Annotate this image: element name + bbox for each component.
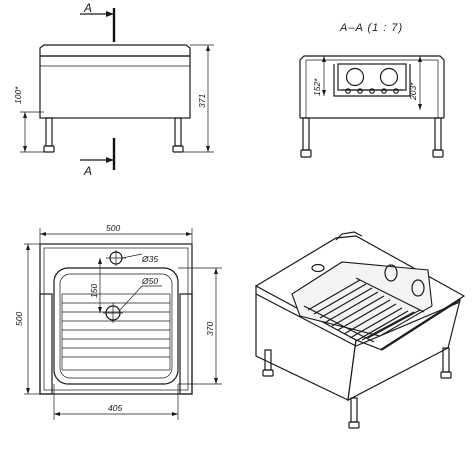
section-label-bottom: A bbox=[83, 164, 92, 178]
dim-text-370: 370 bbox=[205, 322, 215, 336]
section-basin-walls bbox=[333, 64, 411, 97]
section-arrowhead-top bbox=[106, 11, 114, 17]
grid-bar bbox=[357, 88, 363, 94]
dim-arrowhead bbox=[26, 388, 30, 394]
top-grid bbox=[61, 293, 171, 371]
iso-grid bbox=[303, 277, 425, 343]
section-leg-right bbox=[434, 117, 442, 151]
iso-grid-slat bbox=[331, 295, 385, 327]
top-inner-frame bbox=[43, 247, 189, 391]
iso-grid-slat bbox=[349, 307, 403, 339]
dim-text-371: 371 bbox=[197, 94, 207, 108]
grid-bar bbox=[381, 88, 387, 94]
dim-arrowhead bbox=[98, 307, 102, 313]
dim-text-150: 150 bbox=[89, 284, 99, 298]
top-rail-left bbox=[39, 293, 53, 395]
dim-arrowhead bbox=[322, 90, 326, 96]
iso-grid-slat bbox=[325, 291, 379, 323]
iso-grid-slat bbox=[307, 279, 361, 311]
dim-arrowhead bbox=[40, 232, 46, 236]
iso-grid-rail bbox=[355, 277, 425, 313]
dim-text-100: 100* bbox=[13, 86, 23, 104]
front-countertop bbox=[39, 44, 191, 57]
iso-grid-slat bbox=[319, 287, 373, 319]
grid-bar bbox=[369, 88, 375, 94]
dim-arrowhead bbox=[23, 146, 27, 152]
iso-grid-slat bbox=[343, 303, 397, 335]
top-basin-outer bbox=[53, 267, 179, 385]
iso-grid-slat bbox=[313, 283, 367, 315]
iso-top-edge bbox=[255, 293, 357, 347]
front-view: A 100* 371 A bbox=[13, 1, 214, 178]
dim-arrowhead bbox=[98, 258, 102, 264]
front-foot-right bbox=[172, 145, 184, 153]
dim-text-dia-50: Ø50 bbox=[141, 276, 158, 286]
front-foot-left bbox=[43, 145, 55, 153]
iso-face-right bbox=[347, 298, 461, 402]
top-rail-right bbox=[179, 293, 193, 395]
section-label-top: A bbox=[83, 1, 92, 15]
dim-arrowhead bbox=[206, 45, 210, 51]
drain-hole-right bbox=[379, 67, 399, 87]
top-basin-inner bbox=[59, 273, 173, 379]
iso-leg-front bbox=[350, 397, 358, 423]
iso-grid-slat bbox=[355, 310, 409, 342]
dim-text-405: 405 bbox=[108, 403, 122, 413]
iso-grid-rail bbox=[303, 305, 375, 343]
iso-drain-hole-right bbox=[411, 279, 425, 297]
dim-arrowhead bbox=[214, 268, 218, 274]
iso-grid-slat bbox=[337, 299, 391, 331]
dim-arrowhead bbox=[214, 378, 218, 384]
dim-text-dia-35: Ø35 bbox=[141, 254, 158, 264]
iso-foot-front-left bbox=[262, 369, 274, 377]
dim-text-500-depth: 500 bbox=[14, 312, 24, 326]
leader-line-50 bbox=[119, 285, 143, 311]
iso-grid-slat bbox=[367, 309, 421, 339]
grid-bar bbox=[345, 88, 351, 94]
drain-hole-left bbox=[345, 67, 365, 87]
iso-foot-front bbox=[348, 421, 360, 429]
dim-arrowhead bbox=[418, 56, 422, 62]
dim-arrowhead bbox=[322, 56, 326, 62]
front-leg-left bbox=[45, 117, 53, 147]
dim-text-203: 203* bbox=[408, 82, 418, 101]
iso-foot-right bbox=[440, 371, 452, 379]
dim-text-152: 152* bbox=[312, 78, 322, 96]
dim-arrowhead bbox=[186, 232, 192, 236]
grid-bar bbox=[393, 88, 399, 94]
iso-top-edge bbox=[355, 301, 461, 347]
iso-leg-right bbox=[442, 347, 450, 373]
dim-arrowhead bbox=[23, 112, 27, 118]
section-leg-left bbox=[302, 117, 310, 151]
section-body-outline bbox=[299, 55, 445, 118]
iso-backsplash bbox=[335, 231, 363, 241]
iso-grid-slat bbox=[361, 311, 415, 341]
dim-arrowhead bbox=[206, 146, 210, 152]
dim-text-500-width: 500 bbox=[106, 223, 120, 233]
section-arrowhead-bottom bbox=[106, 157, 114, 163]
section-foot-right bbox=[432, 149, 444, 158]
section-basin-panel bbox=[337, 63, 407, 91]
front-leg-right bbox=[174, 117, 182, 147]
section-foot-left bbox=[300, 149, 312, 158]
section-title: A–A (1 : 7) bbox=[339, 22, 403, 34]
dim-arrowhead bbox=[54, 412, 60, 416]
dim-arrowhead bbox=[26, 244, 30, 250]
front-body bbox=[39, 55, 191, 119]
top-view: 500 Ø35 Ø50 150 bbox=[14, 223, 222, 420]
iso-faucet-hole bbox=[311, 263, 325, 273]
dim-arrowhead bbox=[418, 104, 422, 110]
dim-arrowhead bbox=[172, 412, 178, 416]
isometric-view bbox=[254, 231, 466, 429]
section-view: A–A (1 : 7) 152* 203* bbox=[299, 22, 445, 158]
leader-line-35 bbox=[121, 253, 143, 259]
iso-drain-hole-left bbox=[384, 264, 398, 282]
